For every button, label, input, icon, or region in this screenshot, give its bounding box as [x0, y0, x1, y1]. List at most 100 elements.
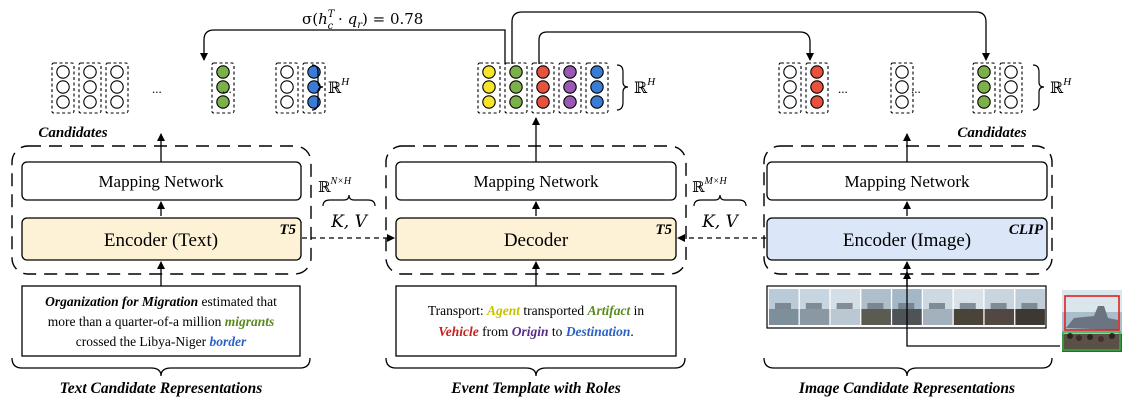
vertical-arrows [157, 117, 911, 286]
token-white [83, 80, 97, 94]
image-thumbnail [984, 289, 1015, 325]
token-white [783, 65, 797, 79]
rh-middle: ℝH [634, 76, 656, 97]
kv-text-label: K, V [330, 212, 369, 232]
ellipsis-left-2: ... [222, 81, 232, 96]
formula-sigma: σ( [302, 10, 318, 28]
formula-sup: T [328, 9, 336, 20]
text-mapping-network-label: Mapping Network [98, 172, 224, 191]
kv-image-label: K, V [701, 212, 740, 232]
text-run: Artifact [587, 303, 632, 318]
token-white [783, 80, 797, 94]
image-thumbnail [769, 289, 799, 325]
token-white [280, 65, 294, 79]
formula-qsub: r [357, 20, 363, 31]
image-thumbnail [923, 289, 953, 325]
token-yellow [482, 80, 496, 94]
bottom-braces [11, 357, 1053, 377]
token-white [280, 95, 294, 109]
text-line: Organization for Migration estimated tha… [45, 294, 277, 309]
token-white [56, 65, 70, 79]
text-mapping-network-box [21, 161, 302, 201]
token-column-right-5 [999, 62, 1023, 114]
image-thumbnail [830, 289, 861, 325]
kv-image-dim: ℝM×H [692, 176, 728, 196]
token-green [977, 65, 991, 79]
arrow-to-image-green [511, 11, 990, 64]
text-line: crossed the Libya-Niger border [76, 334, 247, 349]
formula-sub: c [328, 21, 334, 32]
token-red [810, 80, 824, 94]
caption-image-candidates: Image Candidate Representations [798, 380, 1015, 397]
image-thumbnail [1015, 289, 1045, 325]
token-yellow [482, 65, 496, 79]
text-encoder-label: Encoder (Text) [104, 230, 218, 251]
token-white [1004, 80, 1018, 94]
bounding-box-people [1062, 331, 1121, 351]
arrow-to-text-green [200, 29, 506, 64]
decoder-model-tag: T5 [655, 222, 672, 238]
token-column-left-1 [51, 62, 75, 114]
token-red [536, 80, 550, 94]
encoder-boxes: Encoder (Text) T5 Decoder T5 Encoder (Im… [21, 217, 1048, 261]
text-run: Vehicle [438, 324, 479, 339]
token-column-right-4 [972, 62, 996, 114]
image-mapping-network-box [766, 161, 1048, 201]
text-run: crossed the Libya-Niger [76, 334, 210, 349]
text-run: in [630, 303, 644, 318]
token-column-right-3 [890, 62, 914, 114]
text-line: Vehicle from Origin to Destination. [438, 324, 633, 339]
text-run: Organization for Migration [45, 294, 198, 309]
token-blue [590, 80, 604, 94]
text-encoder-model-tag: T5 [279, 222, 296, 238]
token-white [1004, 95, 1018, 109]
image-encoder-model-tag: CLIP [1009, 222, 1044, 238]
token-purple [563, 80, 577, 94]
token-column-left-3 [105, 62, 129, 114]
token-column-middle-3 [531, 62, 555, 114]
token-white [56, 80, 70, 94]
token-white [110, 65, 124, 79]
template-input-content: Transport: Agent transported Artifact in… [428, 303, 645, 339]
token-column-middle-5 [585, 62, 609, 114]
token-white [110, 95, 124, 109]
text-run: border [210, 334, 247, 349]
svg-text:σ(hTc · qr) = 0.78: σ(hTc · qr) = 0.78 [302, 9, 423, 32]
text-line: more than a quarter-of-a million migrant… [48, 314, 275, 329]
image-encoder-label: Encoder (Image) [843, 230, 971, 251]
token-green [216, 65, 230, 79]
middle-mapping-network-box [395, 161, 677, 201]
real-space-labels: ℝH ℝH ℝH [328, 76, 1072, 97]
token-purple [563, 95, 577, 109]
formula-h: h [318, 10, 328, 28]
token-green [509, 80, 523, 94]
detected-image [1062, 290, 1122, 352]
text-run: from [479, 324, 512, 339]
similarity-arrows [200, 11, 990, 64]
token-column-left-2 [78, 62, 102, 114]
ellipsis-left-1: ... [152, 81, 162, 96]
text-run: more than a quarter-of-a million [48, 314, 225, 329]
token-column-middle-1 [477, 62, 501, 114]
text-input-box [21, 285, 301, 357]
token-column-middle-2 [504, 62, 528, 114]
text-run: migrants [225, 314, 275, 329]
token-column-left-5 [275, 62, 299, 114]
token-white [895, 65, 909, 79]
token-column-right-1 [778, 62, 802, 114]
token-green [509, 95, 523, 109]
token-white [895, 80, 909, 94]
rh-right: ℝH [1050, 76, 1072, 97]
text-run: Origin [512, 324, 549, 339]
token-green [509, 65, 523, 79]
text-run: transported [520, 303, 587, 318]
token-white [1004, 65, 1018, 79]
candidates-label-right: Candidates [957, 125, 1026, 141]
middle-mapping-network-label: Mapping Network [473, 172, 599, 191]
token-yellow [482, 95, 496, 109]
decoder-label: Decoder [504, 230, 569, 251]
candidates-label-left: Candidates [38, 125, 107, 141]
ellipses: ... ... ... ... [152, 81, 921, 96]
formula-dot: · [333, 10, 347, 28]
